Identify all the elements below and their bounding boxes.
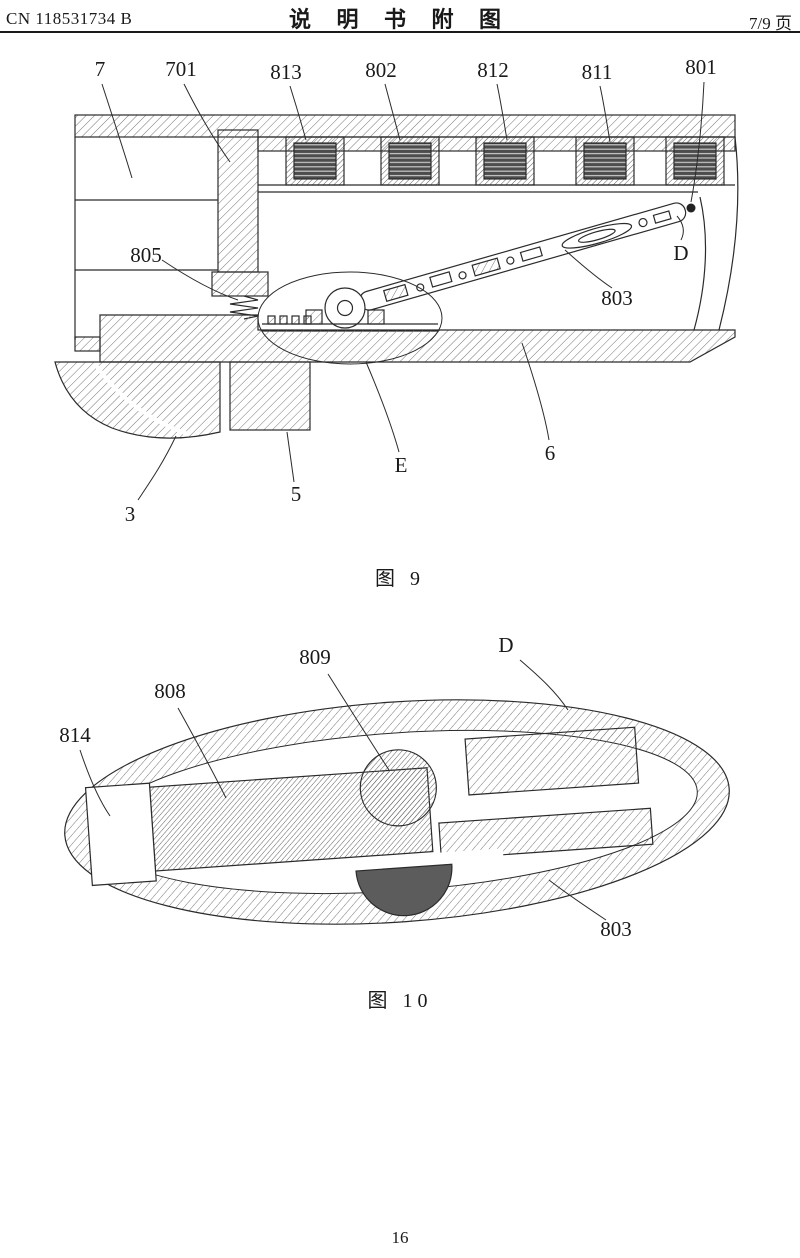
fig9-leader-811	[599, 85, 611, 143]
fig9-leader-3	[137, 435, 177, 501]
end-seat-814	[84, 782, 157, 887]
figure9-drawing: 7 701 813 802 812 811 801 805 D 803 E 6 …	[54, 55, 739, 526]
fig9-label-7: 7	[95, 57, 106, 81]
bracket-701	[217, 129, 259, 273]
fig9-label-811: 811	[582, 60, 613, 84]
block-5	[229, 361, 311, 431]
base-plate-6	[99, 314, 736, 363]
fig10-leader-814	[79, 749, 111, 817]
figure9-caption: 图 9	[375, 568, 425, 590]
top-wall	[74, 114, 736, 138]
boss-809	[359, 749, 437, 827]
fig9-label-3: 3	[125, 502, 136, 526]
dark-cam-803	[355, 863, 453, 917]
base-lip	[74, 336, 101, 352]
fig9-leader-701	[183, 83, 231, 163]
fig10-label-809: 809	[299, 645, 331, 669]
figure10-drawing: 814 808 809 D 803	[59, 633, 730, 941]
fig10-leader-D	[519, 659, 569, 711]
fig10-leader-803	[548, 879, 607, 921]
fig9-label-6: 6	[545, 441, 556, 465]
fig9-leader-801	[690, 81, 705, 203]
fig9-labels: 7 701 813 802 812 811 801 805 D 803 E 6 …	[95, 55, 717, 526]
fig9-leader-812	[496, 83, 508, 141]
fig9-label-E: E	[395, 453, 408, 477]
fig9-leader-802	[384, 83, 401, 141]
guide-arm-803	[359, 202, 687, 311]
fig9-leader-D	[676, 215, 684, 241]
fig9-label-701: 701	[165, 57, 197, 81]
right-lower-block	[438, 807, 654, 860]
fig10-labels: 814 808 809 D 803	[59, 633, 632, 941]
detail-circle-E	[257, 271, 443, 365]
fig9-structure	[54, 114, 739, 439]
fig10-leader-809	[327, 673, 390, 771]
fig10-label-814: 814	[59, 723, 91, 747]
fig9-label-813: 813	[270, 60, 302, 84]
fig9-leaders	[101, 81, 705, 501]
pivot-bracket-right	[367, 309, 385, 325]
fig10-label-808: 808	[154, 679, 186, 703]
page-number: 16	[391, 1228, 409, 1247]
page-indicator: 7/9 页	[749, 14, 792, 33]
document-number: CN 118531734 B	[6, 9, 133, 28]
fig9-leader-7	[101, 83, 133, 179]
header-rule	[0, 31, 800, 33]
fig9-leader-6	[521, 342, 550, 441]
coil-unit-811	[575, 136, 635, 186]
fig9-label-5: 5	[291, 482, 302, 506]
fig9-label-803: 803	[601, 286, 633, 310]
coil-unit-813	[285, 136, 345, 186]
pivot-inner	[336, 299, 354, 317]
figure10-caption: 图 10	[367, 990, 433, 1012]
left-housing-edges	[74, 137, 218, 340]
fig9-leader-813	[289, 85, 307, 141]
clamp-teeth	[267, 315, 312, 325]
block-3	[54, 361, 221, 439]
fig9-label-812: 812	[477, 58, 509, 82]
fig9-leader-E	[365, 361, 400, 453]
page-title: 说 明 书 附 图	[288, 7, 511, 32]
block-3-gap	[93, 362, 189, 436]
pivot-bracket-left	[305, 309, 323, 325]
pin-801	[686, 203, 696, 213]
right-wall-inner	[693, 196, 707, 331]
fig9-label-802: 802	[365, 58, 397, 82]
fig10-leader-808	[177, 707, 227, 799]
guide-rails	[258, 184, 735, 193]
fig9-leader-5	[286, 431, 295, 483]
bracket-foot	[211, 271, 269, 297]
coil-unit-802	[380, 136, 440, 186]
gap-strip	[303, 848, 504, 875]
fig9-label-D: D	[673, 241, 688, 265]
fig9-label-801: 801	[685, 55, 717, 79]
fig10-leaders	[79, 659, 607, 921]
fig9-leader-803	[564, 249, 613, 289]
fig9-leader-805	[161, 259, 239, 301]
coil-unit-812	[475, 136, 535, 186]
fig10-structure	[64, 699, 730, 925]
fig9-label-805: 805	[130, 243, 162, 267]
right-upper-block	[464, 726, 640, 796]
fig10-label-803: 803	[600, 917, 632, 941]
fig10-label-D: D	[498, 633, 513, 657]
right-wall-outer	[718, 136, 739, 331]
